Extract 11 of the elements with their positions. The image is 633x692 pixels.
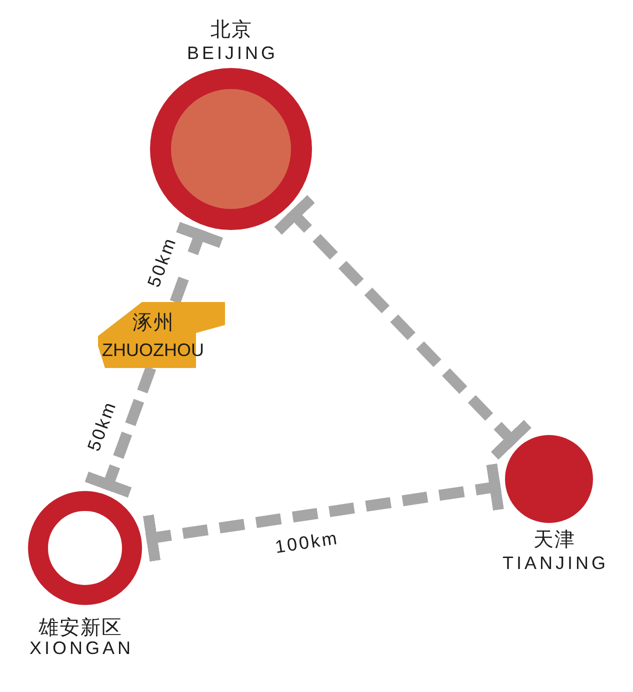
connector <box>170 222 224 304</box>
place-name: TIANJING <box>502 554 608 572</box>
place-name: 天津 <box>532 529 576 549</box>
place-name: BEIJING <box>186 44 278 62</box>
place-name: 涿州 <box>132 312 174 332</box>
place-name: XIONGAN <box>28 639 134 657</box>
place-name: 北京 <box>210 19 252 39</box>
place-name: 雄安新区 <box>38 617 122 637</box>
connector <box>274 194 532 460</box>
connector <box>142 463 504 562</box>
connector <box>84 366 156 498</box>
